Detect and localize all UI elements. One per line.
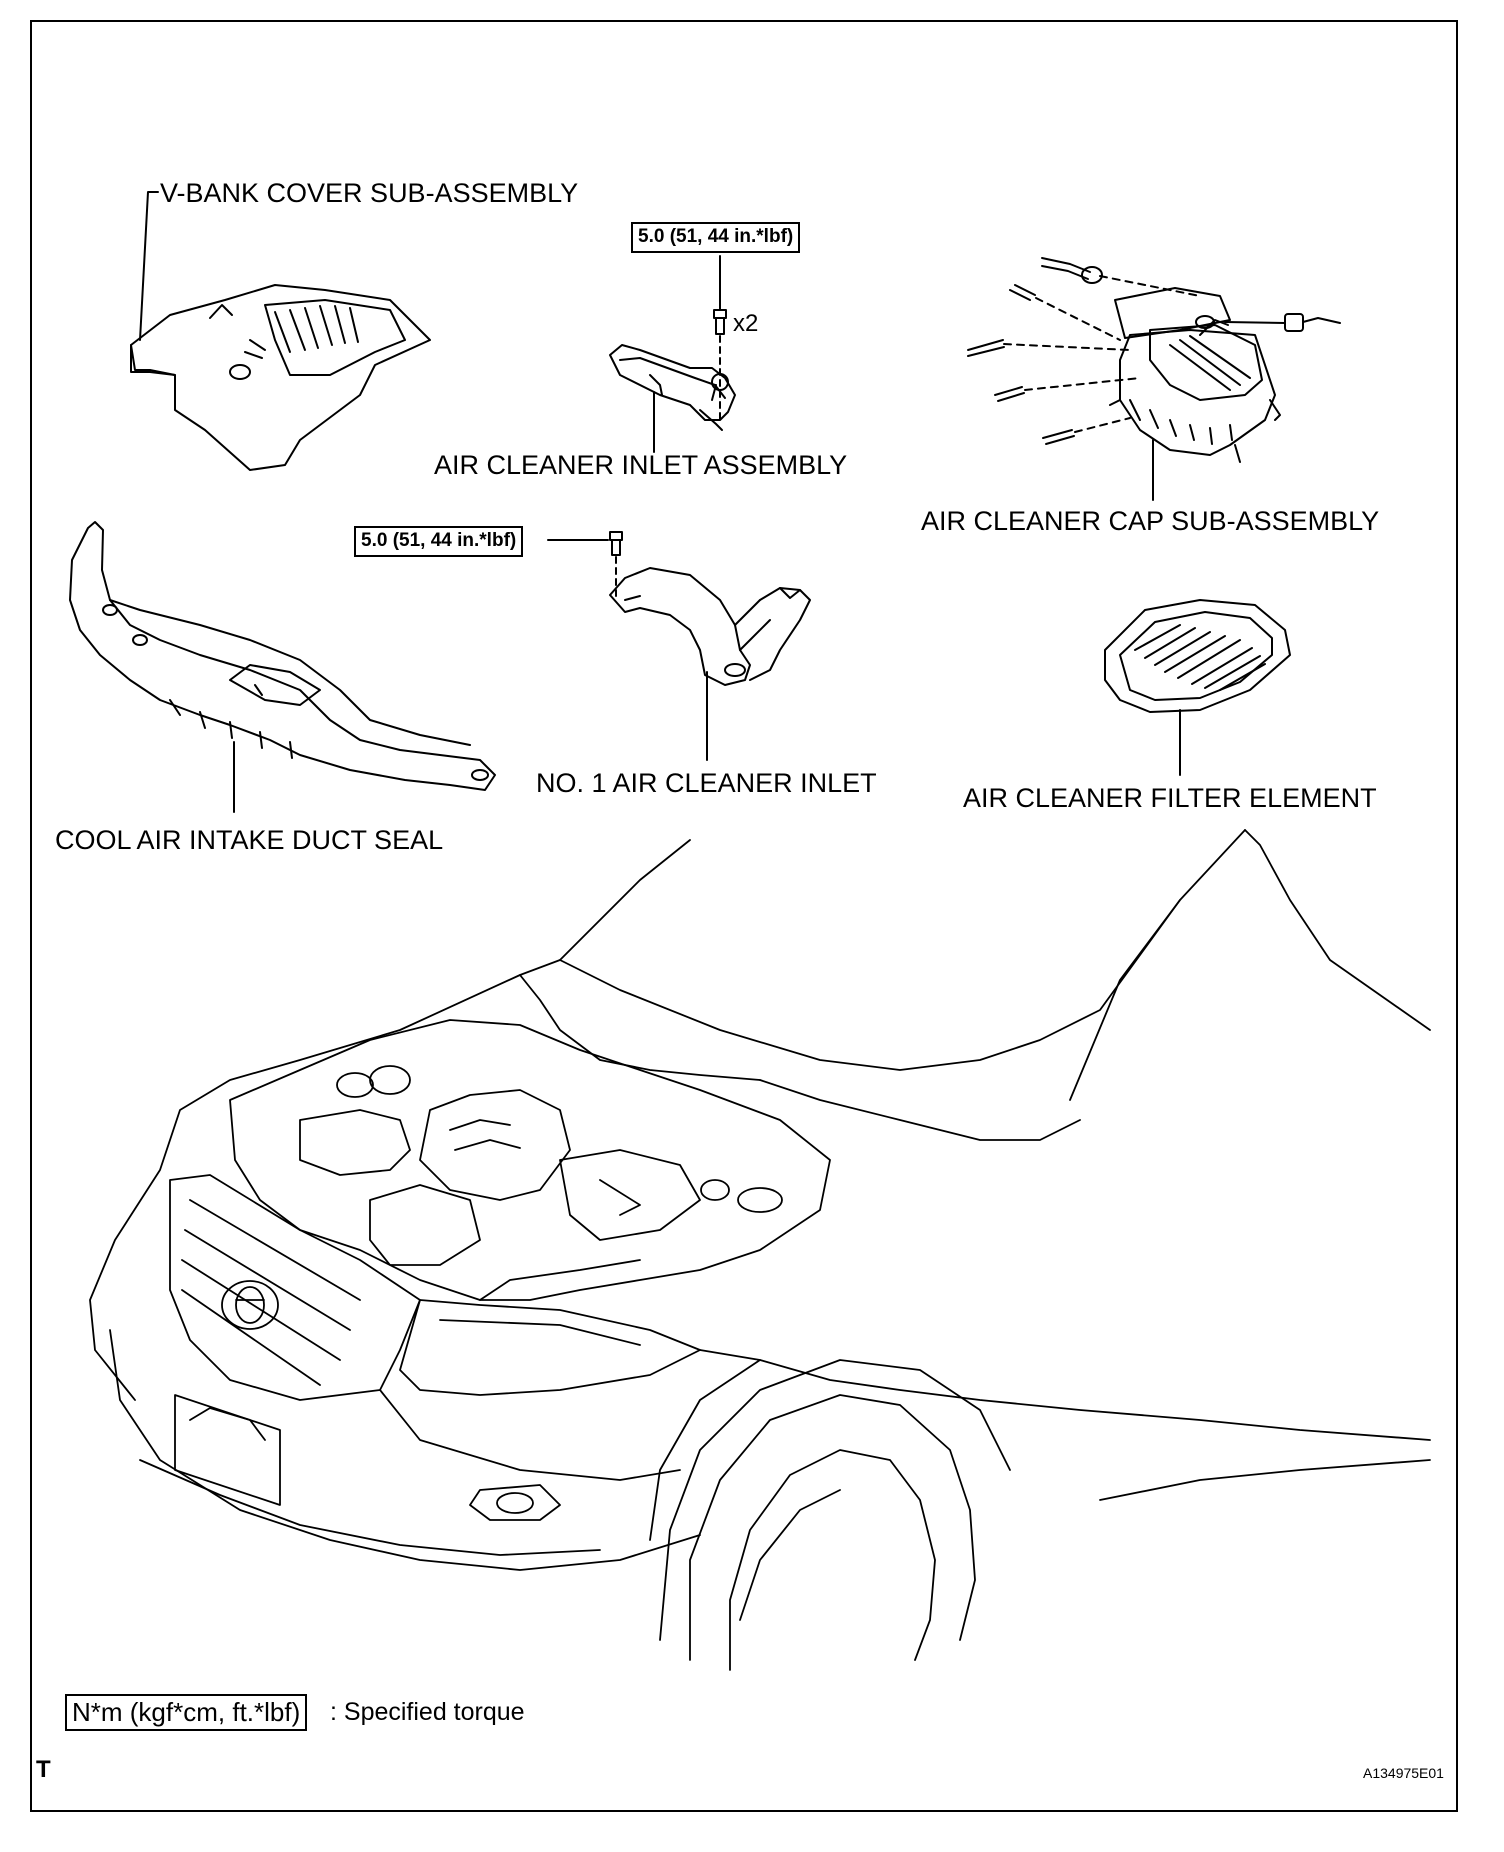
figure-code: A134975E01: [1363, 1765, 1444, 1781]
torque-spec-no1-inlet: 5.0 (51, 44 in.*lbf): [354, 526, 524, 557]
label-air-cleaner-cap: AIR CLEANER CAP SUB-ASSEMBLY: [921, 506, 1380, 536]
v-bank-leader: [139, 191, 159, 341]
air-cleaner-cap-drawing: [1109, 287, 1281, 463]
inlet-assembly-drawing: [609, 344, 736, 431]
label-air-cleaner-inlet-assembly: AIR CLEANER INLET ASSEMBLY: [434, 450, 848, 480]
duct-seal-drawing: [69, 521, 496, 791]
legend-torque-unit: N*m (kgf*cm, ft.*lbf): [65, 1694, 308, 1731]
vehicle-front-drawing: [89, 829, 1431, 1671]
label-no1-air-cleaner-inlet: NO. 1 AIR CLEANER INLET: [536, 768, 877, 798]
diagram-frame: [30, 20, 1458, 1812]
air-cleaner-cap-hoses: [967, 257, 1341, 445]
filter-element-drawing: [1104, 599, 1291, 713]
legend-description: : Specified torque: [330, 1698, 525, 1726]
no1-inlet-drawing: [609, 567, 811, 686]
bolt-quantity: x2: [733, 310, 759, 337]
label-cool-air-intake-duct-seal: COOL AIR INTAKE DUCT SEAL: [55, 825, 444, 855]
torque-spec-inlet-assembly: 5.0 (51, 44 in.*lbf): [631, 222, 801, 253]
footer-letter: T: [36, 1756, 51, 1783]
v-bank-cover-drawing: [130, 284, 431, 471]
inlet-bolt-icon: [713, 309, 727, 335]
label-v-bank-cover: V-BANK COVER SUB-ASSEMBLY: [160, 178, 579, 208]
label-air-cleaner-filter-element: AIR CLEANER FILTER ELEMENT: [963, 783, 1377, 813]
no1-bolt-icon: [609, 531, 623, 556]
